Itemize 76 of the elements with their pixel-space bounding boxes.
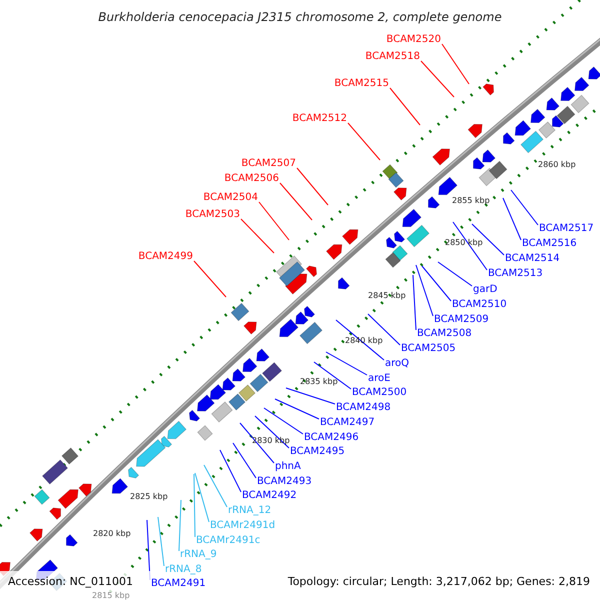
gene-label: BCAM2517 [539, 223, 594, 235]
gene-label: garD [473, 284, 498, 296]
leader-line [368, 314, 400, 346]
gene-label: BCAM2491 [151, 578, 206, 590]
gene-label: BCAM2493 [257, 476, 312, 488]
title: Burkholderia cenocepacia J2315 chromosome 2, complete genome [98, 10, 502, 24]
leader-line [452, 222, 488, 270]
gene-label: BCAM2497 [320, 417, 375, 429]
leader-line [510, 190, 538, 226]
scale-label: 2860 kbp [538, 160, 576, 170]
leader-line [326, 352, 368, 376]
leader-line [178, 500, 182, 552]
gene-label: BCAM2520 [386, 34, 441, 46]
leader-line [502, 198, 522, 240]
gene-label: BCAM2499 [138, 251, 193, 263]
gene-label: rRNA_9 [180, 549, 217, 561]
genome-stats-text: Topology: circular; Length: 3,217,062 bp; Genes: 2,819 [288, 575, 590, 589]
leader-line [390, 88, 420, 126]
leader-line [194, 260, 226, 298]
gene-label: BCAMr2491c [196, 535, 260, 547]
leader-line [194, 472, 210, 522]
leader-line [438, 262, 472, 286]
gene-label: BCAM2506 [224, 173, 279, 185]
gene-label: BCAM2495 [290, 446, 345, 458]
gene-label: rRNA_8 [165, 564, 202, 576]
leader-line [286, 388, 336, 404]
leader-line [336, 320, 384, 360]
gene-label: phnA [275, 461, 301, 473]
gene-label: BCAM2518 [365, 51, 420, 63]
leader-line [296, 168, 328, 206]
gene-label: BCAM2513 [488, 268, 543, 280]
leader-line [258, 202, 290, 240]
gene-label: BCAM2498 [336, 402, 391, 414]
leader-line [232, 442, 256, 478]
scale-label: 2825 kbp [130, 492, 168, 502]
leader-line [348, 122, 380, 160]
scale-label: 2835 kbp [300, 377, 338, 387]
gene-label: BCAM2514 [505, 253, 560, 265]
leader-line [264, 408, 304, 434]
gene-label: BCAM2516 [522, 238, 577, 250]
gene-label: aroE [368, 373, 390, 385]
gene-label: BCAM2492 [242, 490, 297, 502]
leader-line [220, 450, 242, 492]
scale-label: 2855 kbp [452, 196, 490, 206]
scale-label: 2850 kbp [445, 238, 483, 248]
scale-label: 2845 kbp [368, 291, 406, 301]
leader-line [158, 516, 164, 566]
leader-line [420, 60, 454, 98]
scale-label: 2815 kbp [92, 591, 130, 600]
leader-line [240, 218, 274, 254]
leader-line [274, 398, 320, 420]
gene-label: BCAM2509 [434, 314, 489, 326]
leader-line [194, 474, 196, 538]
accession-text: Accession: NC_011001 [8, 575, 134, 589]
scale-label: 2820 kbp [93, 529, 131, 539]
leader-line [204, 464, 228, 508]
gene-label: BCAM2512 [292, 113, 347, 125]
gene-label: BCAM2503 [185, 209, 240, 221]
gene-label: BCAM2508 [417, 328, 472, 340]
gene-label: rRNA_12 [228, 505, 272, 517]
leader-line [422, 266, 452, 302]
leader-line [280, 182, 312, 220]
gene-label: BCAM2500 [352, 387, 407, 399]
gene-label: BCAM2496 [304, 432, 359, 444]
gene-label: BCAM2515 [334, 78, 389, 90]
gene-label: BCAM2510 [452, 299, 507, 311]
gene-label: BCAMr2491d [210, 520, 276, 532]
leader-line [314, 362, 352, 390]
gene-label: BCAM2505 [401, 343, 456, 355]
gene-label: BCAM2507 [241, 158, 296, 170]
leader-line [412, 274, 416, 330]
gene-label: aroQ [385, 358, 410, 370]
leader-line [416, 264, 434, 316]
leader-line [472, 224, 504, 256]
gene-label: BCAM2504 [203, 192, 258, 204]
leader-line [442, 44, 470, 84]
